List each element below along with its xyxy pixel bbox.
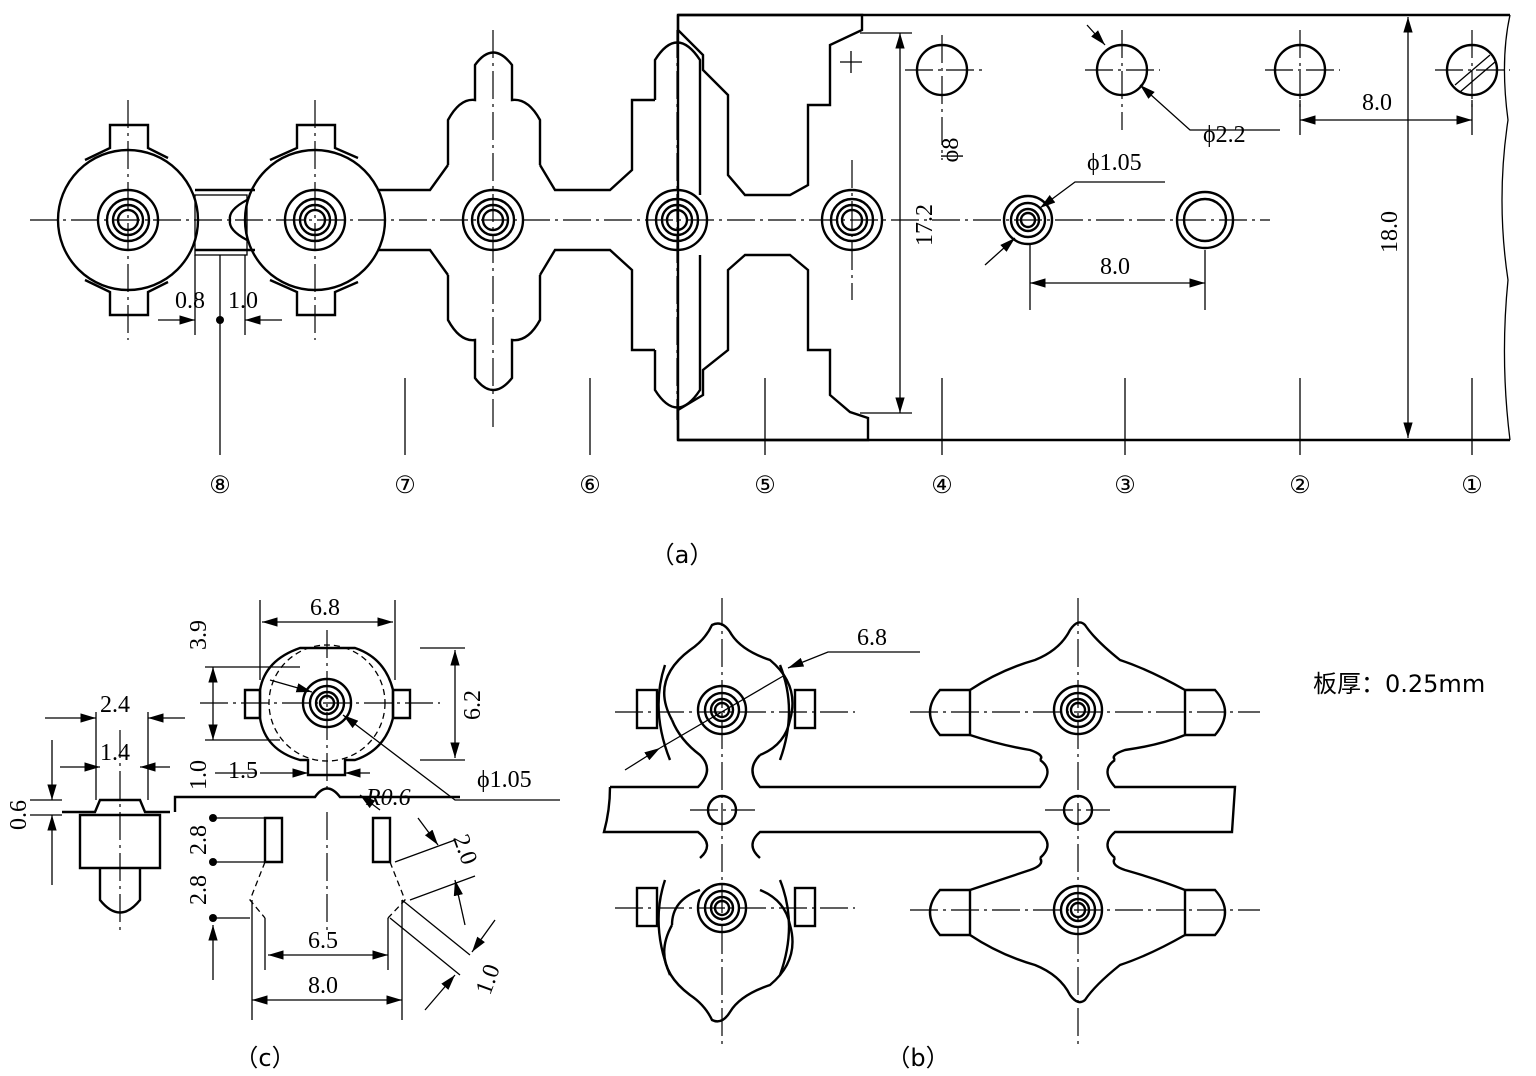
station-7-label: ⑦ <box>394 473 416 499</box>
dim-0-8: 0.8 <box>175 288 205 314</box>
figure-c-part-drawing: 6.8 3.9 6.2 2.4 1.4 1.0 1.5 ϕ1.05 R0.6 0… <box>6 595 560 1072</box>
dim-pilot-pitch: 8.0 <box>1362 90 1392 116</box>
station-6-part <box>446 51 542 392</box>
dim-c-6-8: 6.8 <box>310 595 340 621</box>
dim-c-2-4: 2.4 <box>100 692 130 718</box>
dim-c-2-8b: 2.8 <box>186 875 212 905</box>
hatched-scrap-bottom <box>676 253 870 442</box>
dim-phi8: ϕ8 <box>938 138 964 163</box>
dim-c-8-0: 8.0 <box>308 973 338 999</box>
station-1-label: ① <box>1461 473 1483 499</box>
dim-c-0-6: 0.6 <box>6 800 32 830</box>
dim-c-6-2: 6.2 <box>460 690 486 720</box>
dim-1-0: 1.0 <box>228 288 258 314</box>
dim-pilot-dia: ϕ2.2 <box>1203 122 1246 148</box>
dim-18-0: 18.0 <box>1377 211 1403 253</box>
station-8-label: ⑧ <box>209 473 231 499</box>
station-labels: ① ② ③ ④ ⑤ ⑥ ⑦ ⑧ <box>209 473 1483 499</box>
dim-hole-dia: ϕ1.05 <box>1087 150 1142 176</box>
dim-c-2-8a: 2.8 <box>186 825 212 855</box>
figure-a-strip-layout: 17.2 18.0 ϕ2.2 8.0 ϕ1.05 8.0 ϕ8 0.8 1.0 … <box>30 13 1511 569</box>
caption-b: （b） <box>886 1044 949 1072</box>
station-6-label: ⑥ <box>579 473 601 499</box>
caption-a: （a） <box>651 541 714 569</box>
caption-c: （c） <box>234 1044 295 1072</box>
dim-17-2: 17.2 <box>912 204 938 246</box>
dim-c-2-0: 2.0 <box>447 831 482 868</box>
station-4-label: ④ <box>931 473 953 499</box>
sheet-thickness-note: 板厚：0.25mm <box>1313 670 1485 698</box>
dim-c-1-4: 1.4 <box>100 740 130 766</box>
dim-c-3-9: 3.9 <box>186 620 212 650</box>
dim-c-1-5: 1.5 <box>228 758 258 784</box>
station-5-label: ⑤ <box>754 473 776 499</box>
dim-c-hole: ϕ1.05 <box>477 767 532 793</box>
dim-b-6-8: 6.8 <box>857 625 887 651</box>
dim-c-r0-6: R0.6 <box>365 785 411 811</box>
dim-c-1-0a: 1.0 <box>186 760 212 790</box>
dim-c-1-0b: 1.0 <box>471 961 506 998</box>
station-2-label: ② <box>1289 473 1311 499</box>
hatched-scrap-top <box>676 13 864 197</box>
station-3-label: ③ <box>1114 473 1136 499</box>
figure-b-blank-layout: 6.8 板厚：0.25mm （b） <box>602 598 1485 1072</box>
dim-c-6-5: 6.5 <box>308 928 338 954</box>
dim-hole-pitch: 8.0 <box>1100 254 1130 280</box>
